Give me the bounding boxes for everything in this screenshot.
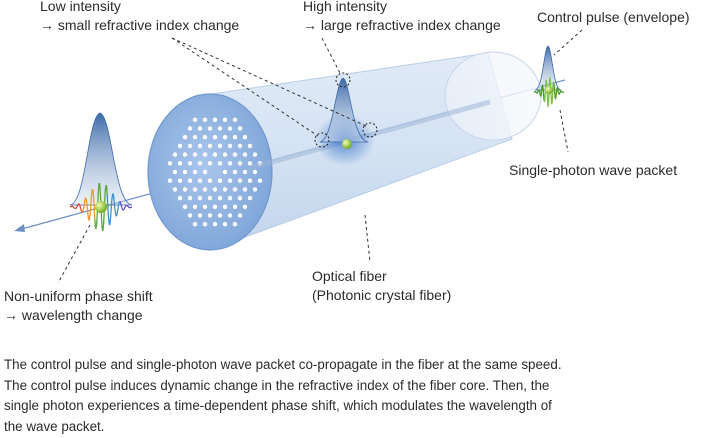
control-pulse-label: Control pulse (envelope) xyxy=(537,9,690,25)
air-hole-lattice xyxy=(167,117,263,227)
caption-line: the wave packet. xyxy=(4,418,105,434)
caption: The control pulse and single-photon wave… xyxy=(4,355,706,437)
phase-shift-label: Non-uniform phase shift → wavelength cha… xyxy=(4,287,153,325)
low-intensity-desc: → small refractive index change xyxy=(40,17,240,33)
low-intensity-title: Low intensity xyxy=(40,0,121,14)
high-intensity-title: High intensity xyxy=(303,0,388,14)
modulated-wave-packet xyxy=(69,182,133,232)
optical-fiber-label: Optical fiber (Photonic crystal fiber) xyxy=(312,267,451,305)
leader-lines xyxy=(57,29,583,284)
control-pulse-in-fiber xyxy=(314,72,378,166)
outgoing-photon xyxy=(95,201,107,213)
low-intensity-label: Low intensity → small refractive index c… xyxy=(40,0,239,35)
optical-fiber-type: (Photonic crystal fiber) xyxy=(312,287,452,303)
high-intensity-desc: → large refractive index change xyxy=(303,17,501,33)
low-intensity-marker-right xyxy=(362,122,378,138)
phase-shift-desc: → wavelength change xyxy=(4,307,143,323)
caption-line: The control pulse induces dynamic change… xyxy=(4,377,550,393)
outgoing-control-pulse xyxy=(69,112,133,232)
high-intensity-marker xyxy=(335,72,351,88)
fiber-far-end xyxy=(444,51,542,141)
high-intensity-label: High intensity → large refractive index … xyxy=(303,0,501,35)
fiber-cross-section xyxy=(147,93,273,251)
caption-line: single photon experiences a time-depende… xyxy=(4,398,552,413)
caption-line: The control pulse and single-photon wave… xyxy=(4,357,562,372)
photon-in-fiber xyxy=(342,139,352,149)
phase-shift-title: Non-uniform phase shift xyxy=(4,288,153,304)
incoming-photon xyxy=(545,86,553,94)
optical-fiber-title: Optical fiber xyxy=(312,268,387,284)
single-photon-label: Single-photon wave packet xyxy=(509,162,678,178)
low-intensity-marker xyxy=(314,132,330,148)
incoming-control-pulse xyxy=(533,45,565,108)
